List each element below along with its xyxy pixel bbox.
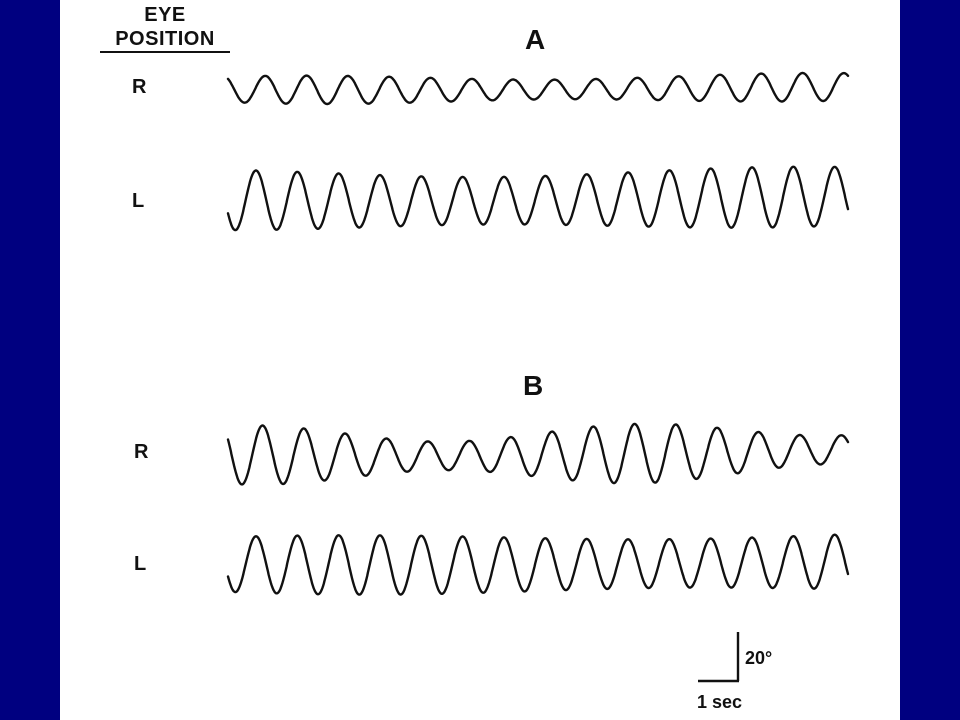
panel-a-left-eye-label: L [132,190,145,212]
header-line-2: POSITION [100,28,230,53]
waveform-traces [226,71,850,683]
scale-bar [698,632,740,683]
panel-a-right-eye-label: R [132,76,147,98]
figure-panel: EYE POSITION A R L B R L 20° 1 sec [60,0,900,720]
header-line-1: EYE [144,4,186,26]
trace-a-left-eye [226,165,850,232]
scale-horizontal-label: 1 sec [697,692,743,712]
panel-a-label: A [525,24,546,55]
scale-vertical-label: 20° [745,648,773,668]
eye-position-header: EYE POSITION [90,4,240,53]
trace-b-left-eye [226,533,850,596]
panel-b-right-eye-label: R [134,441,149,463]
trace-b-right-eye [226,422,850,486]
trace-a-right-eye [226,71,850,106]
panel-b-left-eye-label: L [134,553,147,575]
panel-b-label: B [523,370,544,401]
